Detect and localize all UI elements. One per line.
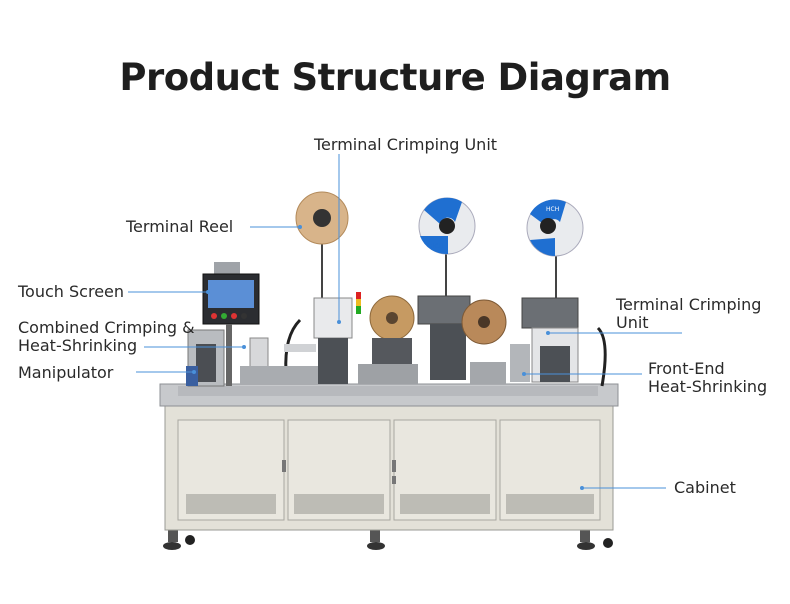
- label-combined-line1: Combined Crimping &: [18, 318, 195, 337]
- wire-spool-1: [369, 295, 415, 366]
- terminal-reel-1: [284, 191, 349, 373]
- dot-crimping-unit-right: [546, 331, 550, 335]
- label-terminal-crimping-unit-right-line1: Terminal Crimping: [616, 295, 762, 314]
- dot-manipulator: [192, 370, 196, 374]
- dot-touch-screen: [206, 290, 210, 294]
- touch-screen-panel: [202, 262, 260, 386]
- machine-feet: [163, 528, 613, 550]
- dot-crimping-unit-top: [337, 320, 341, 324]
- crimping-unit-1: [284, 292, 361, 384]
- left-stations: [186, 329, 269, 387]
- label-cabinet: Cabinet: [674, 478, 736, 497]
- cabinet-body: [164, 403, 614, 531]
- label-front-end-line1: Front-End: [648, 359, 725, 378]
- label-combined-line2: Heat-Shrinking: [18, 336, 138, 355]
- label-terminal-crimping-unit-top: Terminal Crimping Unit: [314, 135, 498, 154]
- label-manipulator: Manipulator: [18, 363, 114, 382]
- dot-terminal-reel: [298, 225, 302, 229]
- dot-combined: [242, 345, 246, 349]
- label-terminal-reel: Terminal Reel: [126, 217, 234, 236]
- reel-3-brand: HCH: [546, 206, 559, 213]
- label-touch-screen: Touch Screen: [18, 282, 125, 301]
- tabletop: [159, 383, 619, 407]
- dot-cabinet: [580, 486, 584, 490]
- dot-front-end: [522, 372, 526, 376]
- terminal-reel-2: HCH: [418, 197, 476, 300]
- label-front-end-line2: Heat-Shrinking: [648, 377, 768, 396]
- reel-2-brand: HCH: [430, 243, 443, 250]
- crimping-unit-2: [417, 295, 507, 380]
- label-terminal-crimping-unit-right-line2: Unit: [616, 313, 649, 332]
- terminal-reel-3: HCH: [526, 199, 584, 300]
- page-title: Product Structure Diagram: [119, 56, 671, 99]
- conveyor-parts: [240, 362, 506, 384]
